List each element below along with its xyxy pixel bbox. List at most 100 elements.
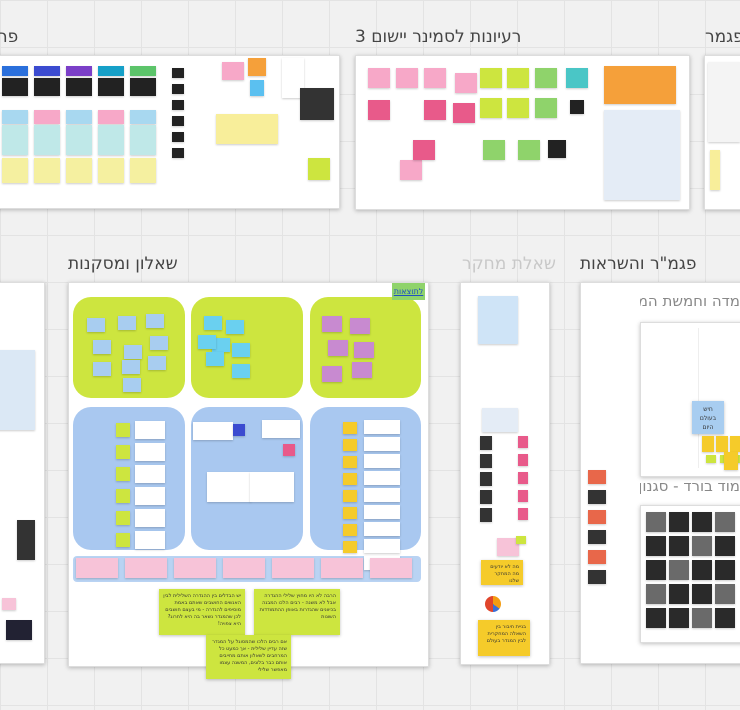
chart-card[interactable] bbox=[207, 472, 251, 502]
moodboard-image[interactable] bbox=[692, 536, 712, 556]
sticky-note[interactable] bbox=[507, 98, 529, 118]
sticky-note[interactable] bbox=[146, 314, 164, 328]
sticky-note[interactable] bbox=[480, 98, 502, 118]
photo[interactable] bbox=[6, 620, 32, 640]
sticky-note[interactable] bbox=[148, 356, 166, 370]
frame-title-top-right[interactable]: פגמר bbox=[705, 27, 740, 47]
sticky-note-green[interactable]: יש הבדלים בין ההגדרה השלילית לבין האנשים… bbox=[159, 589, 245, 635]
sticky-note-yellow[interactable]: מה לא יודעים מה המחקר שלנו bbox=[481, 560, 523, 585]
sticky-note[interactable] bbox=[480, 68, 502, 88]
sticky-note[interactable] bbox=[233, 424, 245, 436]
chart-card[interactable] bbox=[364, 488, 400, 502]
sticky-note[interactable] bbox=[116, 511, 130, 525]
sticky-note[interactable] bbox=[125, 558, 167, 578]
sticky-note[interactable] bbox=[93, 362, 111, 376]
image-thumbnail[interactable] bbox=[172, 132, 184, 142]
sticky-note[interactable] bbox=[87, 318, 105, 332]
image-thumbnail[interactable] bbox=[98, 78, 124, 96]
sticky-note[interactable] bbox=[98, 110, 124, 124]
sticky-note[interactable] bbox=[2, 598, 16, 610]
column-header[interactable] bbox=[66, 66, 92, 76]
results-link[interactable]: לתוצאות bbox=[392, 283, 425, 300]
sticky-note[interactable] bbox=[535, 68, 557, 88]
moodboard-image[interactable] bbox=[669, 512, 689, 532]
image-thumbnail[interactable] bbox=[588, 550, 606, 564]
moodboard-image[interactable] bbox=[646, 560, 666, 580]
sticky-note[interactable] bbox=[518, 140, 540, 160]
sticky-note[interactable] bbox=[343, 541, 357, 553]
sticky-note[interactable] bbox=[716, 436, 728, 452]
image-thumbnail[interactable] bbox=[172, 116, 184, 126]
sticky-note[interactable] bbox=[497, 538, 519, 556]
chart-card[interactable] bbox=[364, 471, 400, 485]
table-card[interactable] bbox=[604, 110, 680, 200]
chart-card[interactable] bbox=[135, 421, 165, 439]
sticky-note[interactable] bbox=[124, 345, 142, 359]
sticky-note[interactable] bbox=[204, 316, 222, 330]
column-header[interactable] bbox=[98, 66, 124, 76]
sticky-note[interactable] bbox=[76, 558, 118, 578]
sticky-note[interactable] bbox=[123, 378, 141, 392]
frame-title-inspiration[interactable]: פגמ"ר והשראות bbox=[580, 254, 697, 274]
sticky-note[interactable] bbox=[343, 507, 357, 519]
sticky-note[interactable] bbox=[34, 110, 60, 124]
image-thumbnail[interactable] bbox=[588, 490, 606, 504]
moodboard-image[interactable] bbox=[669, 584, 689, 604]
moodboard-image[interactable] bbox=[646, 584, 666, 604]
sticky-note[interactable] bbox=[34, 158, 60, 183]
sticky-note-blue[interactable]: חיש בעולם היום bbox=[692, 401, 724, 434]
sticky-note[interactable] bbox=[66, 158, 92, 183]
frame-title-questionnaire[interactable]: שאלון ומסקנות bbox=[68, 254, 178, 274]
sticky-note[interactable] bbox=[368, 68, 390, 88]
image-thumbnail[interactable] bbox=[480, 508, 492, 522]
column-header[interactable] bbox=[2, 66, 28, 76]
sticky-note[interactable] bbox=[222, 62, 244, 80]
chart-card[interactable] bbox=[364, 539, 400, 553]
sticky-note[interactable] bbox=[453, 103, 475, 123]
frame-title-top-left[interactable]: פר bbox=[0, 27, 19, 47]
chart-card[interactable] bbox=[364, 420, 400, 434]
moodboard-image[interactable] bbox=[692, 584, 712, 604]
moodboard-image[interactable] bbox=[646, 608, 666, 628]
sticky-note-green[interactable]: אם רבים הלכו שהמסוגל על המגדר שזה עדיין … bbox=[206, 635, 291, 679]
sticky-note[interactable] bbox=[2, 158, 28, 183]
sticky-note[interactable] bbox=[322, 316, 342, 332]
sticky-note[interactable] bbox=[424, 68, 446, 88]
cell[interactable] bbox=[130, 125, 156, 155]
image-thumbnail[interactable] bbox=[518, 490, 528, 502]
sticky-note[interactable] bbox=[212, 338, 230, 352]
sticky-note[interactable] bbox=[232, 343, 250, 357]
sticky-note[interactable] bbox=[232, 364, 250, 378]
sticky-note[interactable] bbox=[308, 158, 330, 180]
sticky-note[interactable] bbox=[93, 340, 111, 354]
chart-card[interactable] bbox=[135, 465, 165, 483]
sticky-note[interactable] bbox=[116, 467, 130, 481]
sticky-note[interactable] bbox=[343, 524, 357, 536]
image-thumbnail[interactable] bbox=[17, 520, 35, 560]
image-thumbnail[interactable] bbox=[570, 100, 584, 114]
moodboard-image[interactable] bbox=[715, 560, 735, 580]
image-thumbnail[interactable] bbox=[518, 436, 528, 448]
sticky-note[interactable] bbox=[174, 558, 216, 578]
sticky-note[interactable] bbox=[248, 58, 266, 76]
sticky-note[interactable] bbox=[343, 490, 357, 502]
image-thumbnail[interactable] bbox=[172, 84, 184, 94]
moodboard-image[interactable] bbox=[669, 536, 689, 556]
moodboard-image[interactable] bbox=[646, 536, 666, 556]
image-thumbnail[interactable] bbox=[588, 470, 606, 484]
sticky-note[interactable] bbox=[216, 114, 278, 144]
image-thumbnail[interactable] bbox=[34, 78, 60, 96]
chart-card[interactable] bbox=[193, 422, 233, 440]
image-thumbnail[interactable] bbox=[518, 454, 528, 466]
sticky-note[interactable] bbox=[98, 158, 124, 183]
sticky-note[interactable] bbox=[343, 422, 357, 434]
frame-title-seminar-ideas[interactable]: רעיונות לסמינר יישום 3 bbox=[355, 27, 522, 47]
sticky-note[interactable] bbox=[516, 536, 526, 544]
image-thumbnail[interactable] bbox=[172, 148, 184, 158]
moodboard-image[interactable] bbox=[692, 512, 712, 532]
sticky-note[interactable] bbox=[710, 150, 720, 190]
sticky-note[interactable] bbox=[116, 489, 130, 503]
sticky-note[interactable] bbox=[223, 558, 265, 578]
sticky-note[interactable] bbox=[226, 320, 244, 334]
image-thumbnail[interactable] bbox=[588, 570, 606, 584]
